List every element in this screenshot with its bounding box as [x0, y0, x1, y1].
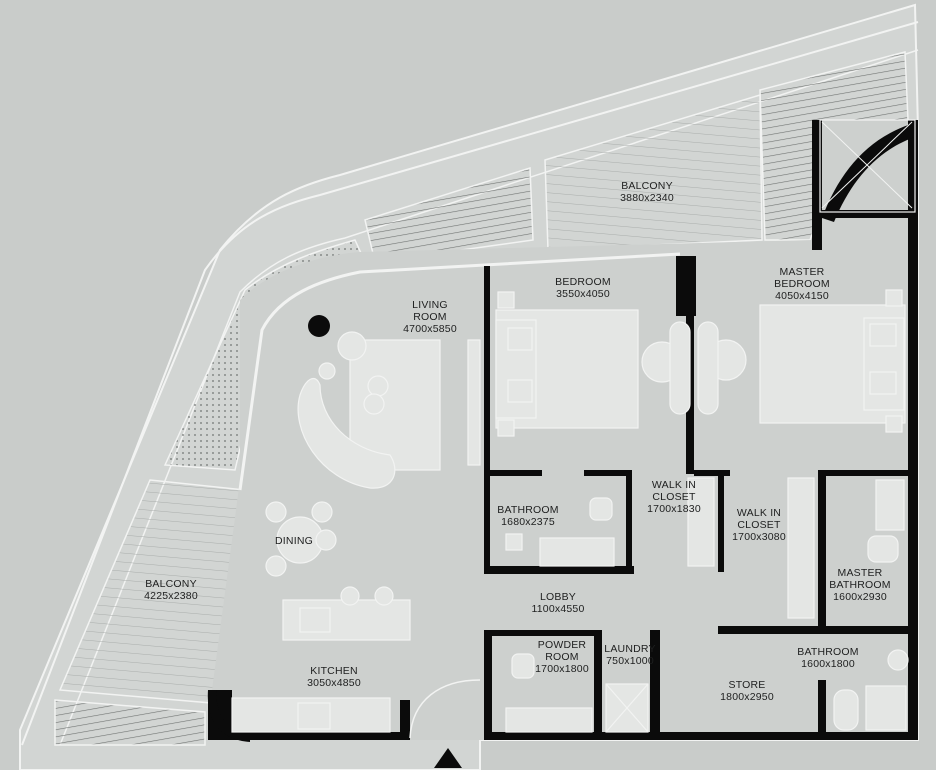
- balcony-top-floor: [544, 93, 763, 251]
- balcony-railing-outer: [21, 21, 919, 746]
- window-frame-right: [819, 119, 916, 213]
- planter-hatched-top: [364, 166, 534, 263]
- wardrobe-2: [787, 477, 815, 619]
- planter-hatched-bottom: [54, 699, 206, 746]
- tv-console: [467, 339, 481, 466]
- armchair: [337, 331, 367, 361]
- balcony-railing-inner: [59, 49, 919, 746]
- wall-curve-kitchen: [207, 690, 250, 742]
- interior-floor: [212, 120, 918, 740]
- floor-lamp: [308, 315, 330, 337]
- wardrobe-1: [687, 477, 715, 567]
- bedroom-furniture: [495, 289, 906, 619]
- wall-curve-corner: [822, 122, 918, 222]
- sofa-curved: [297, 377, 396, 489]
- label-dining: DINING: [275, 535, 313, 547]
- bath-fixtures: [505, 479, 909, 733]
- entry-door-swing: [409, 679, 481, 739]
- glazing-line: [238, 252, 681, 491]
- entrance-arrow-icon: [434, 748, 462, 768]
- living-furniture: [231, 315, 481, 733]
